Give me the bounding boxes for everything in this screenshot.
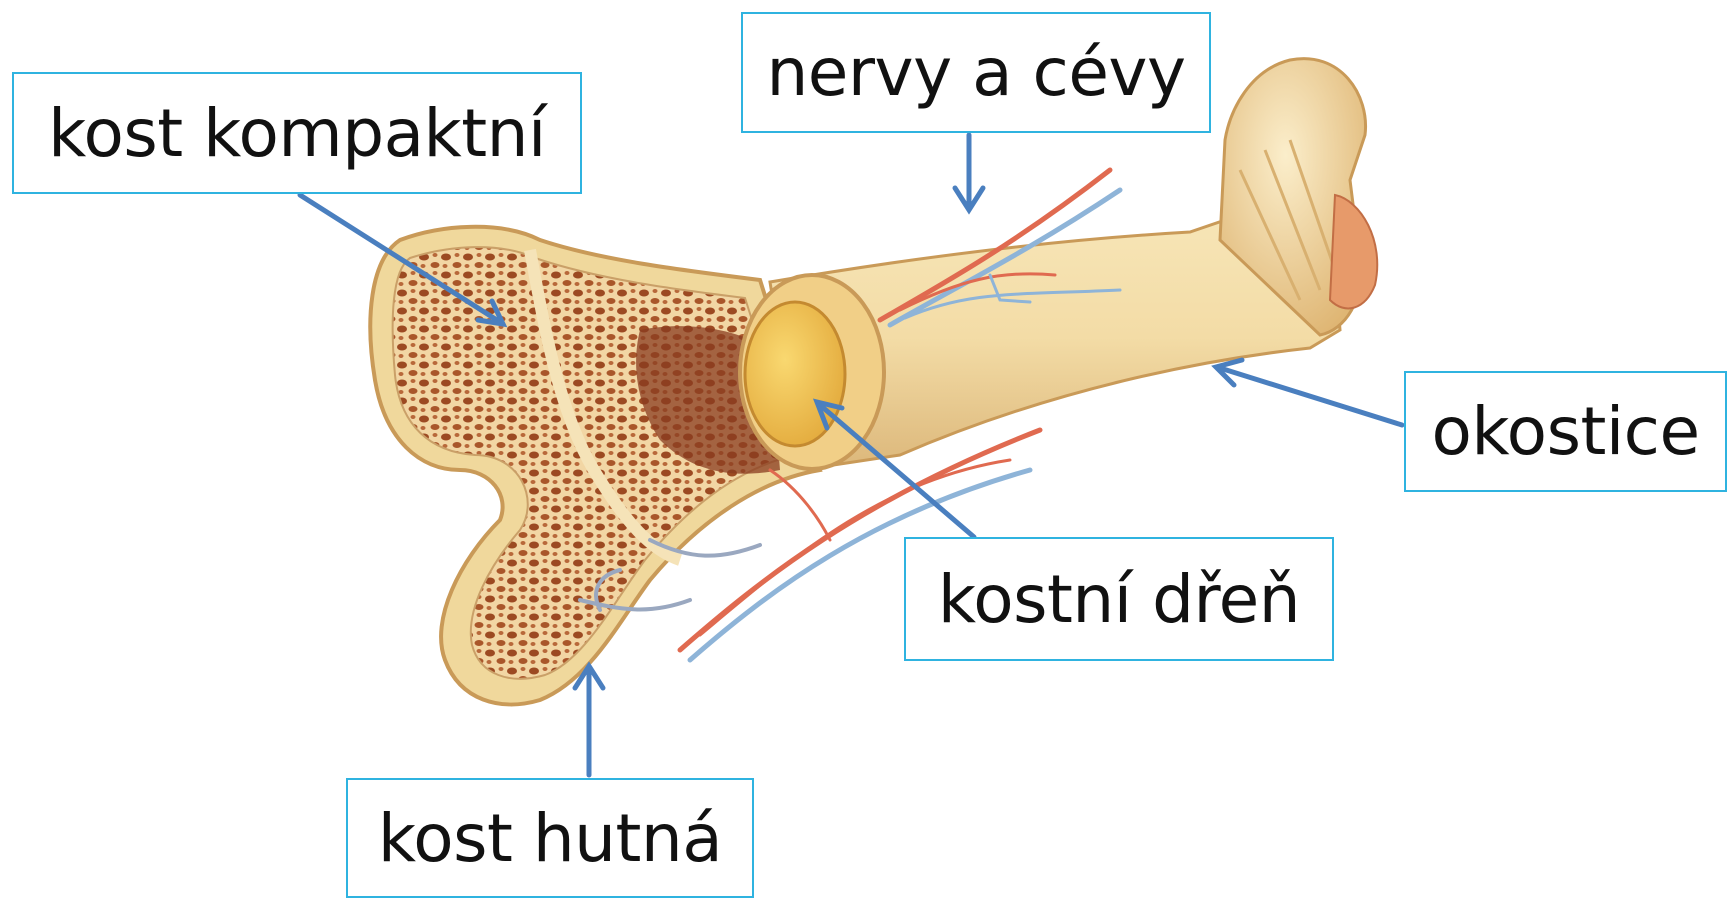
arrow-okostice (1216, 360, 1402, 425)
label-kostni-dren: kostní dřeň (904, 537, 1334, 661)
label-nervy-a-cevy: nervy a cévy (741, 12, 1211, 133)
arrow-kost-hutna (575, 666, 603, 775)
label-okostice: okostice (1404, 371, 1727, 492)
bone-epiphysis (370, 227, 820, 705)
label-kost-kompaktni: kost kompaktní (12, 72, 582, 194)
label-kost-hutna: kost hutná (346, 778, 754, 898)
arrow-nervy-a-cevy (955, 135, 983, 210)
